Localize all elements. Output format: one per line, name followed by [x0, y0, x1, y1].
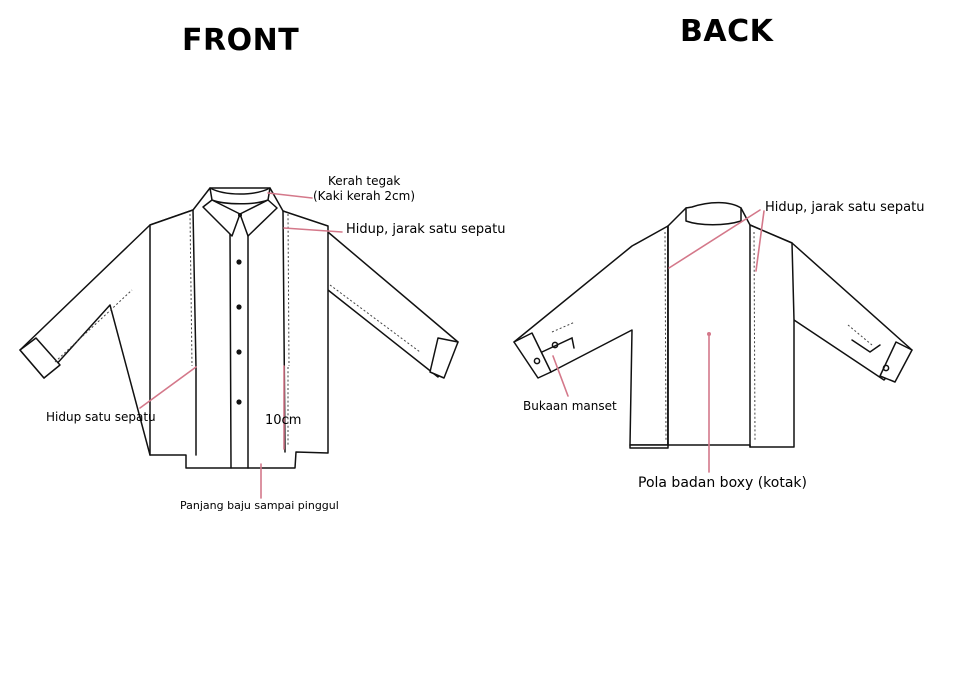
front-side-pleat-leader [139, 366, 197, 409]
front-pleat-label: Hidup, jarak satu sepatu [346, 222, 505, 237]
back-right-cuff-placket [851, 339, 881, 353]
front-left-pleat-stitch [189, 213, 193, 367]
front-collar-label-line2: (Kaki kerah 2cm) [313, 189, 415, 203]
front-collar-leader [267, 192, 313, 199]
back-body-hem [629, 444, 669, 449]
back-body [667, 207, 795, 448]
back-body-pattern-dot [707, 332, 711, 336]
back-title: BACK [680, 14, 775, 49]
front-button-2 [236, 304, 242, 310]
front-button-1 [236, 259, 242, 265]
back-right-cuff-button [882, 364, 890, 372]
front-collar-button [238, 213, 242, 217]
front-collar-label-line1: Kerah tegak [328, 174, 400, 188]
front-measure-label: 10cm [265, 413, 301, 428]
front-side-pleat-label: Hidup satu sepatu [46, 410, 156, 424]
front-collar-right [239, 199, 278, 237]
front-placket-left [229, 229, 232, 469]
back-cuff-opening-label: Bukaan manset [523, 399, 617, 413]
front-left-sleeve-stitch [54, 289, 133, 363]
front-length-label: Panjang baju sampai pinggul [180, 499, 339, 512]
front-collar-left [202, 199, 241, 237]
back-right-sleeve-stitch [847, 324, 873, 346]
front-left-cuff [19, 337, 61, 379]
front-title: FRONT [182, 23, 299, 58]
back-body-pattern-label: Pola badan boxy (kotak) [638, 475, 807, 491]
front-left-panel-seam [192, 209, 197, 456]
back-left-cuff-button-1 [533, 357, 541, 365]
back-left-cuff [513, 332, 552, 379]
back-left-pleat-stitch [664, 231, 667, 441]
back-pleat-label: Hidup, jarak satu sepatu [765, 200, 924, 215]
front-right-sleeve-stitch [329, 284, 421, 353]
back-collar [685, 201, 742, 226]
front-button-3 [236, 349, 242, 355]
front-view: FRONT [19, 23, 505, 512]
front-right-cuff [429, 337, 459, 379]
back-right-pleat-stitch [753, 231, 756, 441]
back-pleat-leader-right [755, 210, 765, 272]
front-button-4 [236, 399, 242, 405]
back-cuff-opening-leader [552, 355, 569, 397]
back-left-cuff-placket [541, 336, 575, 353]
front-pleat-leader [283, 227, 343, 233]
back-pleat-leader-left [668, 209, 761, 269]
back-right-cuff [879, 341, 913, 383]
back-view: BACK Hidup, jarak satu sepat [513, 14, 924, 491]
front-right-pleat-stitch [287, 213, 290, 367]
back-left-cuff-button-2 [551, 341, 559, 349]
